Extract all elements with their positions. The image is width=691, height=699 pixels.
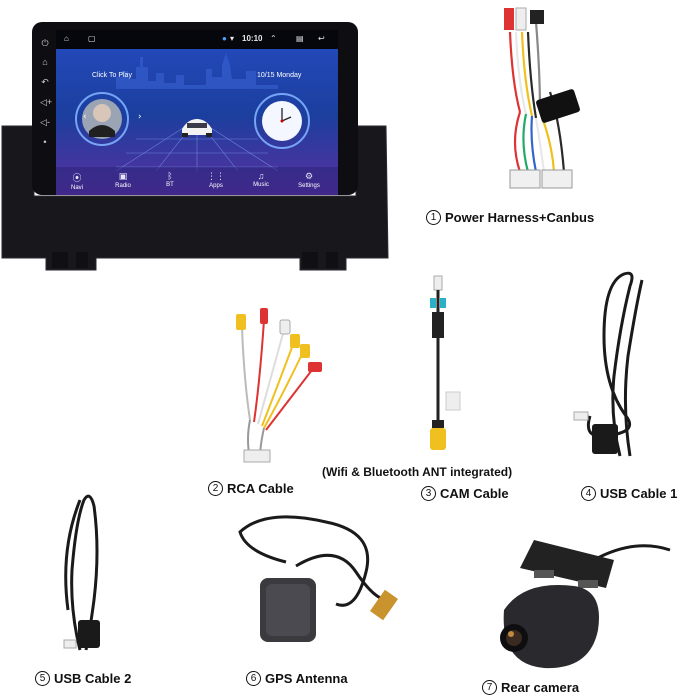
square-icon[interactable]: ▢	[88, 34, 96, 43]
wifi-icon: ▾	[230, 34, 235, 43]
multiwindow-icon[interactable]: ▤	[296, 34, 304, 43]
home-icon[interactable]: ⌂	[42, 57, 48, 67]
cam-cable-image	[430, 275, 461, 450]
dock-radio[interactable]: ▣Radio	[108, 171, 138, 189]
svg-text:‹: ‹	[83, 112, 87, 122]
caption-power-harness: 1 Power Harness+Canbus	[426, 210, 594, 225]
rear-camera-image	[500, 540, 671, 669]
settings-gear-icon: ⚙	[304, 171, 314, 181]
caption-cam-cable: 3 CAM Cable	[421, 486, 509, 501]
dock-apps[interactable]: ⋮⋮Apps	[201, 171, 231, 189]
caption-gps-antenna: 6 GPS Antenna	[246, 671, 348, 686]
caption-usb-cable-1: 4 USB Cable 1	[581, 486, 677, 501]
caption-rca-cable: 2 RCA Cable	[208, 481, 294, 496]
apps-grid-icon: ⋮⋮	[207, 171, 225, 181]
rca-cable-image	[236, 308, 322, 463]
caption-rear-camera: 7 Rear camera	[482, 680, 579, 695]
click-to-play-text[interactable]: Click To Play	[92, 72, 132, 79]
mic-icon: •	[43, 137, 47, 147]
item-number: 6	[246, 671, 261, 686]
cam-cable-note: (Wifi & Bluetooth ANT integrated)	[322, 465, 513, 479]
volume-up-icon[interactable]: ◁+	[40, 97, 53, 107]
album-label: ADELE	[94, 129, 111, 135]
dock-navi[interactable]: ⦿Navi	[62, 171, 92, 191]
item-number: 1	[426, 210, 441, 225]
back-icon[interactable]: ↶	[41, 77, 49, 87]
screen-art: ‹ ›	[56, 53, 338, 195]
item-number: 3	[421, 486, 436, 501]
dock-settings[interactable]: ⚙Settings	[294, 171, 324, 189]
usb-cable-2-image	[63, 494, 100, 651]
power-harness-image	[504, 7, 580, 189]
item-number: 4	[581, 486, 596, 501]
svg-text:›: ›	[138, 112, 142, 122]
bluetooth-icon: ᛒ	[167, 171, 173, 181]
location-icon: ●	[222, 34, 227, 43]
status-time: 10:10	[242, 34, 263, 43]
status-bar: ⌂ ▢ ● ▾ 10:10 ⌃ ▤ ↩	[56, 30, 338, 49]
radio-icon: ▣	[118, 171, 128, 181]
item-number: 7	[482, 680, 497, 695]
gps-antenna-image	[238, 515, 399, 642]
usb-cable-1-image	[573, 271, 644, 457]
back-arrow-icon[interactable]: ↩	[318, 34, 325, 43]
location-pin-icon: ⦿	[72, 173, 82, 183]
date-text: 10/15 Monday	[257, 72, 302, 79]
volume-down-icon[interactable]: ◁-	[40, 117, 50, 127]
music-note-icon: ♫	[257, 171, 265, 181]
item-number: 2	[208, 481, 223, 496]
expand-icon[interactable]: ⌃	[270, 34, 277, 43]
dash-frame	[1, 125, 389, 271]
power-icon[interactable]: ⏻	[41, 38, 49, 48]
screen: ‹ › Click To Play 10/15 Monday ADELE	[56, 49, 338, 195]
dock-music[interactable]: ♫Music	[246, 171, 276, 188]
caption-usb-cable-2: 5 USB Cable 2	[35, 671, 131, 686]
item-number: 5	[35, 671, 50, 686]
home-outline-icon[interactable]: ⌂	[64, 34, 69, 43]
